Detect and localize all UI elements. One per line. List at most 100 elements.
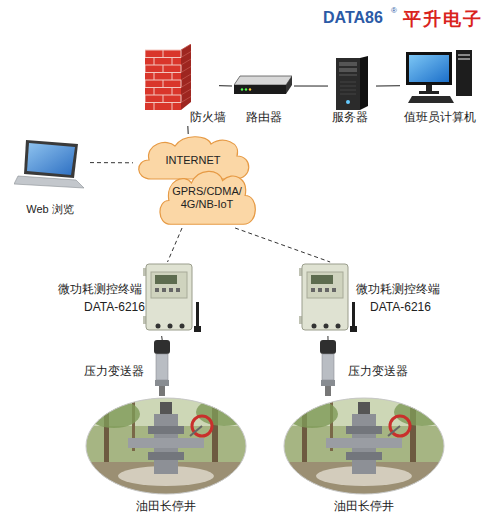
firewall-icon-part [181, 67, 191, 73]
computer-icon-part [409, 55, 449, 82]
terminal-icon-part [324, 324, 329, 329]
terminal-icon-part [176, 288, 180, 292]
network-cable [219, 85, 232, 86]
firewall-icon-part [163, 80, 164, 88]
well-photo-part-part [84, 396, 248, 496]
well-illustration [282, 396, 446, 496]
node-label: 路由器 [246, 110, 282, 124]
router-icon-part [286, 76, 292, 94]
transmitter-node: 压力变送器 [84, 340, 176, 396]
network-cable [294, 86, 328, 87]
well-photo-part-part [388, 426, 400, 436]
terminal-illustration [142, 262, 204, 334]
firewall-icon-part [145, 50, 181, 110]
transmitter-illustration [148, 340, 176, 396]
terminal-icon-part [155, 288, 159, 292]
laptop-illustration [14, 138, 86, 192]
firewall-node: 防火墙 [143, 42, 219, 126]
firewall-icon-part [181, 50, 182, 58]
well-photo-part-part [88, 400, 140, 428]
firewall-icon-part [145, 65, 146, 73]
firewall-icon-part [181, 59, 191, 65]
node-label: GPRS/CDMA/ 4G/NB-IoT [170, 185, 244, 211]
firewall-illustration [145, 44, 191, 110]
well-node: 油田长停井 [84, 396, 248, 516]
node-label: 油田长停井 [282, 499, 446, 513]
network-cloud: GPRS/CDMA/ 4G/NB-IoT [155, 168, 259, 228]
terminal-icon-part [307, 272, 343, 298]
computer-icon-part [408, 96, 454, 103]
well-photo-part-part [148, 426, 184, 434]
pressure-transmitter-icon [148, 340, 176, 396]
terminal-icon-part [146, 264, 192, 330]
firewall-icon-part [145, 72, 181, 73]
terminal-icon-part [311, 288, 315, 292]
computer-icon-part [426, 85, 432, 91]
computer-icon-part [406, 52, 452, 85]
well-photo-part-part [160, 402, 172, 414]
signal-cable [327, 336, 328, 340]
firewall-icon-part [163, 65, 164, 73]
firewall-icon-part [172, 58, 173, 66]
firewall-icon-part [154, 58, 155, 66]
firewall-icon-part [145, 102, 181, 103]
well-photo-part-part [286, 400, 338, 428]
terminal-icon [142, 262, 204, 334]
computer-icon-part [419, 91, 439, 94]
wireless-link [90, 162, 133, 163]
firewall-icon-part [145, 57, 181, 58]
firewall-icon-part [181, 82, 191, 88]
firewall-icon-part [172, 88, 173, 96]
terminal-icon-part [196, 302, 199, 330]
firewall-icon-part [181, 80, 182, 88]
firewall-icon-part [172, 103, 173, 111]
firewall-icon-part [181, 74, 191, 80]
laptop-icon-part [24, 140, 78, 178]
node-label: DATA-6216 [370, 300, 431, 314]
router-icon-part [234, 85, 286, 94]
firewall-icon-part [145, 87, 181, 88]
firewall-icon-part [181, 44, 191, 110]
terminal-icon-part [169, 288, 173, 292]
pressure-transmitter-icon-part [159, 386, 165, 396]
node-label: 值班员计算机 [400, 110, 480, 124]
server-icon [334, 56, 370, 110]
network-cable [187, 126, 188, 134]
firewall-icon-part [181, 95, 182, 103]
terminal-icon-part [155, 275, 177, 284]
firewall-icon-part [181, 44, 191, 50]
router-node: 路由器 [232, 62, 294, 126]
terminal-icon-part [332, 288, 336, 292]
terminal-icon-part [194, 326, 201, 332]
pressure-transmitter-icon-part [156, 354, 168, 380]
terminal-icon-part [311, 275, 333, 284]
signal-cable [161, 336, 163, 340]
firewall-icon-part [172, 73, 173, 81]
node-label: 防火墙 [190, 110, 226, 124]
server-icon-part [339, 74, 357, 76]
transmitter-node: 压力变送器 [314, 340, 410, 396]
firewall-icon-part [154, 88, 155, 96]
node-label: 压力变送器 [348, 364, 408, 378]
well-node: 油田长停井 [282, 396, 446, 516]
firewall-icon-part [181, 97, 191, 103]
firewall-icon [145, 44, 191, 110]
node-label: 微功耗测控终端 [58, 282, 142, 296]
well-photo [84, 396, 248, 496]
well-photo-part-part [148, 452, 184, 460]
brand-name: 平升电子 [403, 7, 483, 31]
server-icon-part [346, 100, 350, 104]
firewall-icon-part [154, 103, 155, 111]
firewall-icon-part [181, 65, 182, 73]
node-label: 服务器 [332, 110, 368, 124]
terminal-node: 微功耗测控终端DATA-6216 [58, 262, 204, 336]
node-label: 油田长停井 [84, 499, 248, 513]
pressure-transmitter-icon-part [321, 380, 335, 386]
laptop-icon-part [14, 176, 84, 188]
pressure-transmitter-icon-part [320, 340, 336, 354]
transmitter-illustration [314, 340, 342, 396]
server-icon-part [340, 82, 356, 83]
server-icon-part [339, 62, 357, 66]
terminal-node: 微功耗测控终端DATA-6216 [298, 262, 444, 336]
